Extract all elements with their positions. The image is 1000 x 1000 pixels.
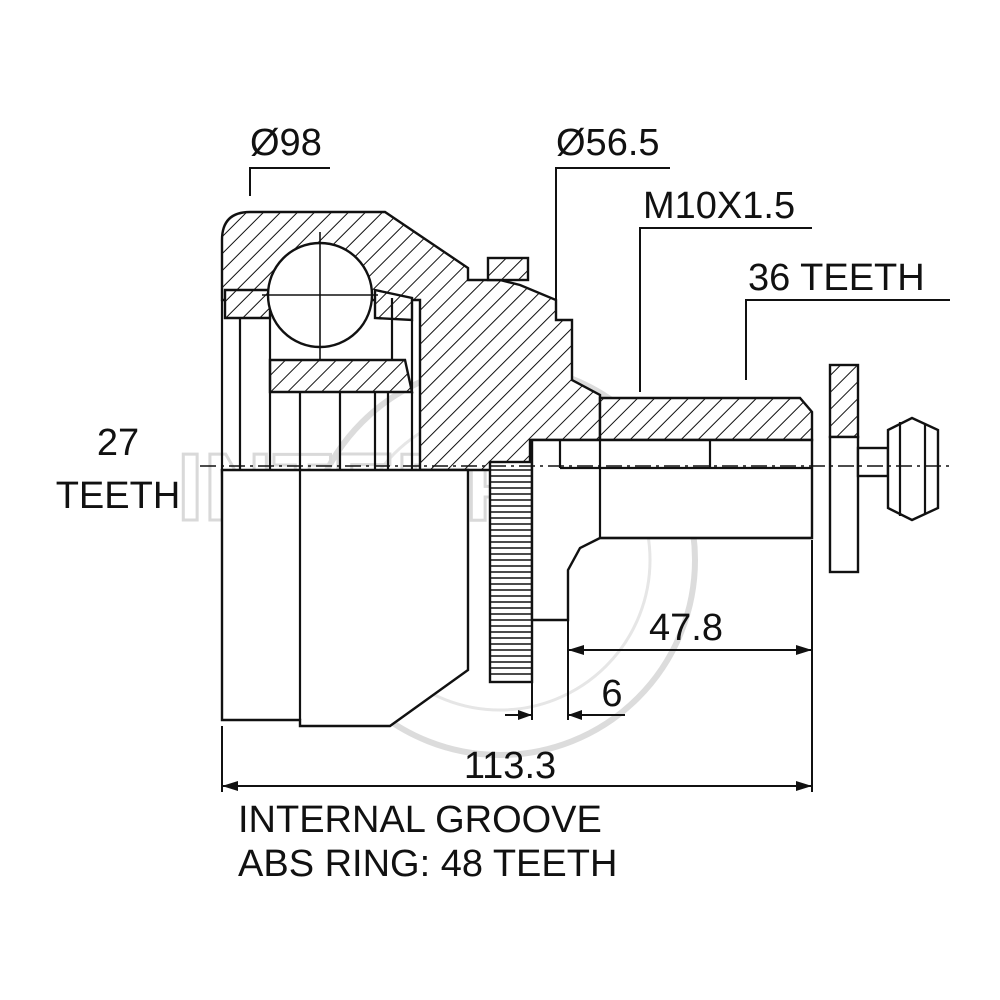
total-length-dimension: 113.3 bbox=[464, 745, 556, 787]
joint-housing bbox=[220, 210, 602, 728]
dimension-lines bbox=[221, 540, 813, 792]
leader-lines bbox=[249, 167, 950, 392]
note-internal-groove: INTERNAL GROOVE bbox=[238, 799, 602, 841]
outer-spline-label: 36 TEETH bbox=[748, 257, 925, 299]
stub-length-dimension: 47.8 bbox=[649, 607, 723, 649]
inner-diameter-label: Ø56.5 bbox=[556, 122, 660, 164]
thread-label: M10X1.5 bbox=[643, 185, 795, 227]
note-abs-ring: ABS RING: 48 TEETH bbox=[238, 843, 617, 885]
ring-offset-dimension: 6 bbox=[601, 673, 622, 715]
stub-shaft bbox=[530, 396, 814, 622]
washer-and-bolt bbox=[828, 363, 940, 574]
abs-ring bbox=[488, 460, 534, 684]
inner-spline-word-label: TEETH bbox=[56, 475, 181, 517]
inner-spline-count-label: 27 bbox=[97, 422, 139, 464]
outer-diameter-label: Ø98 bbox=[250, 122, 322, 164]
